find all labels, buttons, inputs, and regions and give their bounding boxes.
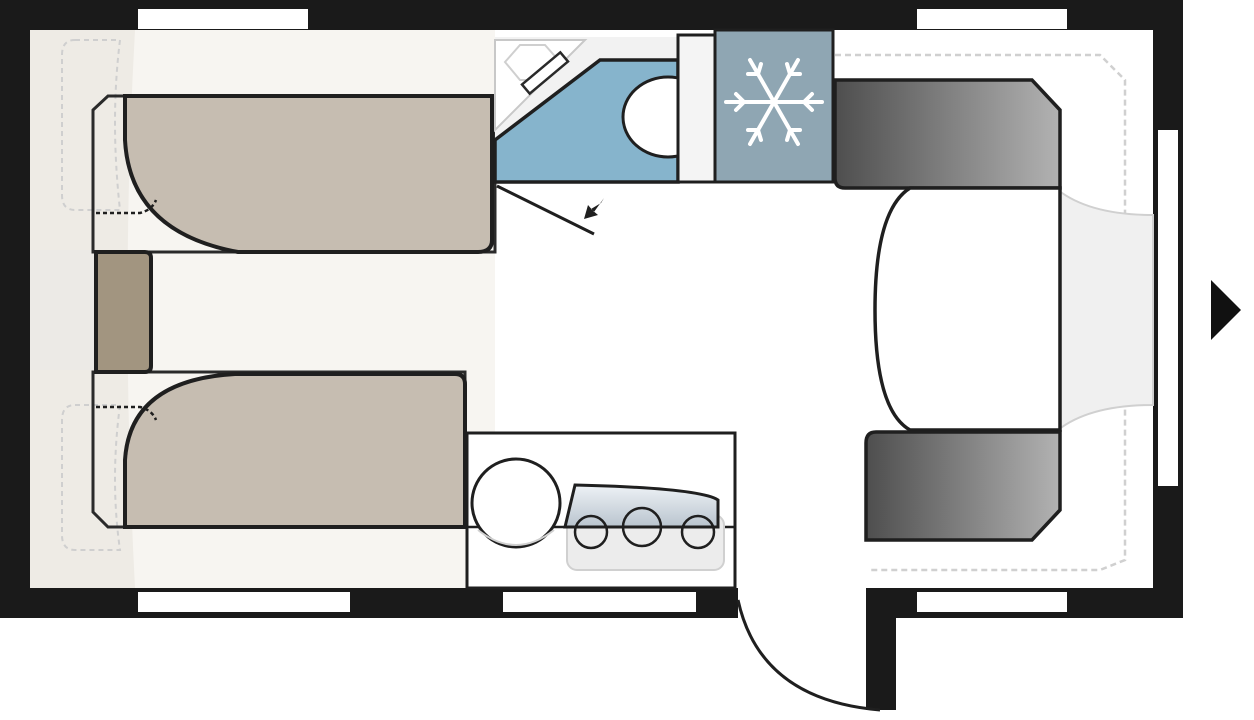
window-top-right	[917, 9, 1067, 29]
window-bottom-middle	[503, 592, 696, 612]
window-top-left	[138, 9, 308, 29]
cushion-bottom	[123, 372, 467, 529]
front-table	[873, 186, 1062, 432]
front-seat-bottom	[864, 430, 1062, 542]
window-bottom-right	[917, 592, 1067, 612]
front-seat-top	[833, 78, 1062, 190]
sink-icon	[470, 457, 562, 549]
washroom-door	[496, 184, 595, 236]
rear-cushions	[94, 94, 494, 529]
cushion-top	[123, 94, 494, 254]
front-dinette	[833, 53, 1154, 572]
entrance-door	[736, 599, 881, 712]
kitchen	[465, 431, 737, 590]
arrow-right-icon	[1211, 280, 1241, 340]
washroom	[493, 33, 717, 236]
window-bottom-left	[138, 592, 350, 612]
fridge	[713, 28, 835, 184]
cushion-middle	[94, 250, 153, 374]
snowflake-icon	[724, 58, 824, 146]
window-front	[1158, 130, 1178, 486]
stove-icon	[563, 483, 720, 529]
windows	[138, 9, 1178, 612]
arrow-icon	[584, 198, 604, 219]
